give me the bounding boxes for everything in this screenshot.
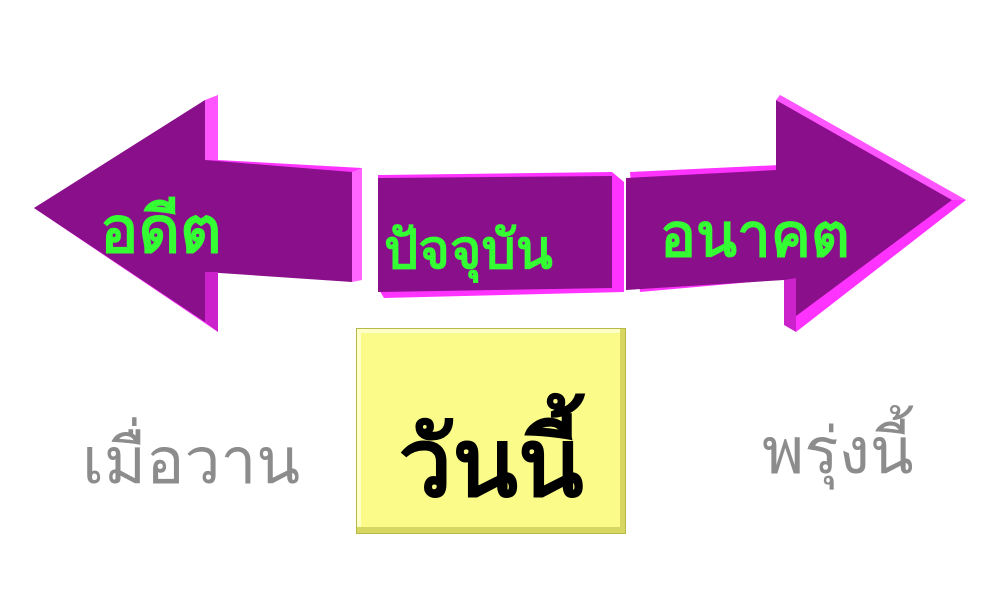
tomorrow-label: พรุ่งนี้ — [762, 415, 914, 489]
today-box: วันนี้ — [356, 328, 626, 534]
past-label: อดีต — [100, 194, 222, 268]
past-arrow: อดีต — [34, 95, 362, 332]
today-label: วันนี้ — [398, 407, 584, 519]
present-block: ปัจจุบัน — [378, 172, 624, 298]
future-arrow: อนาคต — [626, 95, 966, 332]
present-label: ปัจจุบัน — [384, 218, 553, 284]
yesterday-label: เมื่อวาน — [82, 425, 301, 499]
future-label: อนาคต — [660, 201, 850, 271]
